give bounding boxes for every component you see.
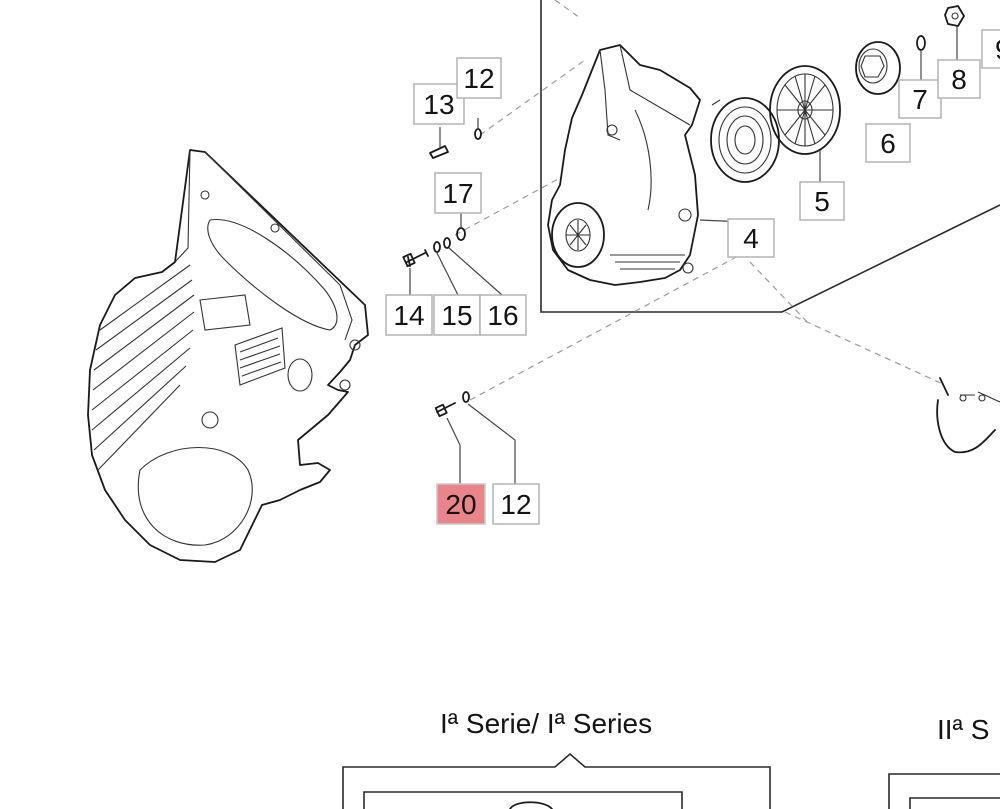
washer-16-part xyxy=(443,237,503,296)
svg-text:5: 5 xyxy=(814,186,830,217)
callout-12-bottom: 12 xyxy=(492,483,540,525)
callout-9: 9 xyxy=(981,29,1000,69)
series-first-label: Iª Serie/ Iª Series xyxy=(440,708,652,739)
cable-part xyxy=(936,377,1000,454)
clip-part xyxy=(916,35,926,86)
washer-17-part xyxy=(456,213,466,241)
svg-text:16: 16 xyxy=(487,300,518,331)
callout-20-highlighted[interactable]: 20 xyxy=(436,483,486,525)
series-second-label: IIª S xyxy=(937,714,989,745)
housing-cover-part xyxy=(87,149,369,563)
callout-5: 5 xyxy=(799,181,845,221)
svg-text:12: 12 xyxy=(500,489,531,520)
pulley-part xyxy=(769,65,841,155)
svg-text:8: 8 xyxy=(951,64,967,95)
dashed-guide-lines xyxy=(454,0,946,401)
callout-8: 8 xyxy=(937,59,981,99)
screw-washer-part xyxy=(944,5,965,62)
series-second-frame xyxy=(888,773,1000,809)
callout-17: 17 xyxy=(434,172,482,214)
callout-12-top: 12 xyxy=(456,57,502,99)
svg-text:7: 7 xyxy=(912,84,928,115)
callout-14: 14 xyxy=(385,294,433,336)
series-first-frame xyxy=(342,752,771,809)
svg-text:9: 9 xyxy=(995,34,1000,65)
screw-14-part xyxy=(402,249,429,295)
svg-text:15: 15 xyxy=(441,300,472,331)
washer-12-top-part xyxy=(474,118,482,140)
svg-text:6: 6 xyxy=(880,128,896,159)
svg-text:17: 17 xyxy=(442,178,473,209)
washer-12-bottom-part xyxy=(462,391,516,485)
callout-7: 7 xyxy=(898,79,942,119)
callout-16: 16 xyxy=(479,294,527,336)
ratchet-hub-part xyxy=(855,41,901,95)
screw-13-part xyxy=(429,127,449,159)
svg-text:12: 12 xyxy=(463,63,494,94)
screw-20-part xyxy=(434,402,461,485)
svg-text:13: 13 xyxy=(423,89,454,120)
callout-6: 6 xyxy=(865,123,911,163)
recoil-spring-part xyxy=(710,97,780,183)
washer-15-part xyxy=(433,241,459,296)
callout-4: 4 xyxy=(727,218,775,258)
svg-text:20: 20 xyxy=(445,489,476,520)
svg-text:4: 4 xyxy=(743,223,759,254)
starter-housing-part xyxy=(547,44,701,286)
callout-13: 13 xyxy=(413,83,465,125)
starter-assembly-frame xyxy=(540,0,1000,313)
callout-15: 15 xyxy=(433,294,481,336)
svg-text:14: 14 xyxy=(393,300,424,331)
